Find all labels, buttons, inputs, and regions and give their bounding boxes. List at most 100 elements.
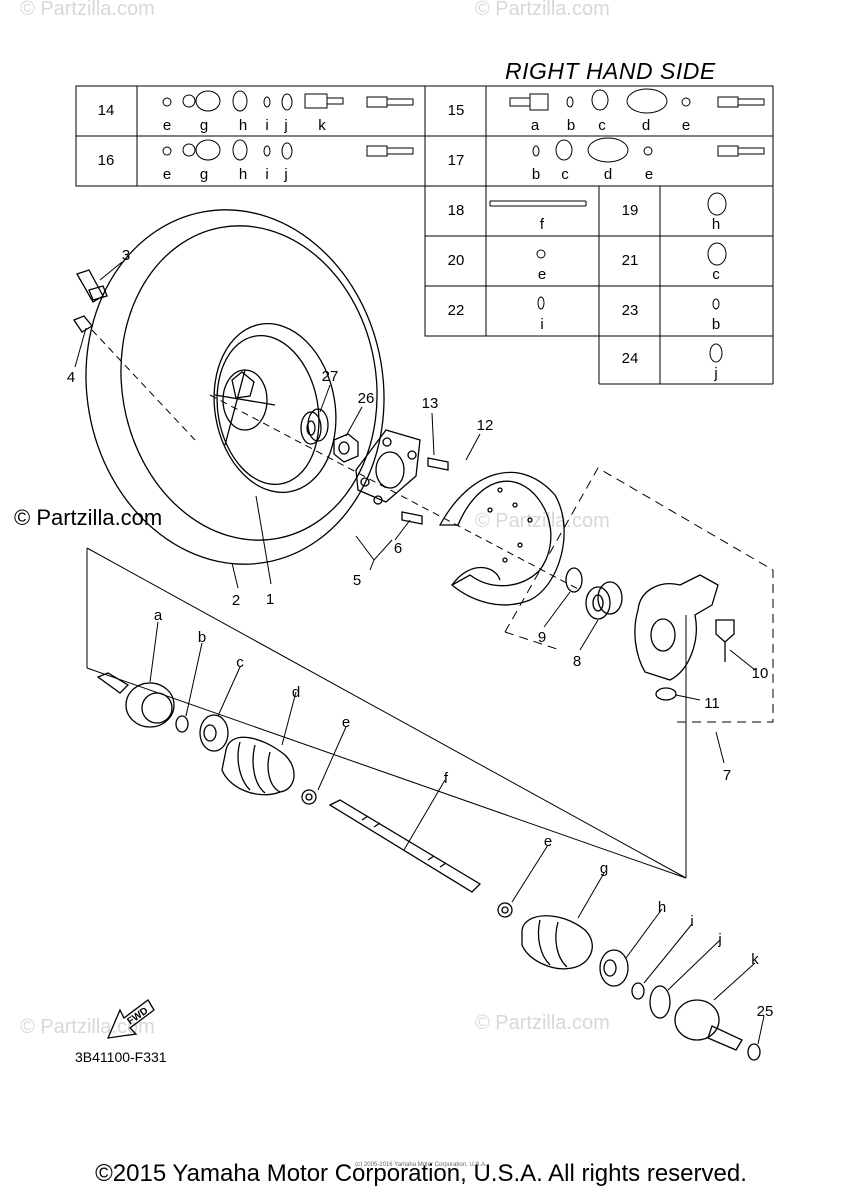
kit-22-letter: i [540,316,543,333]
drawing-code: 3B41100-F331 [75,1049,167,1065]
callout-8: 8 [573,653,581,670]
callout-a: a [154,607,163,624]
kit-table-text: 14 15 16 17 e g h i j k a b c d e e g h … [98,102,721,382]
valve-stem [76,269,108,303]
valve-cap [73,315,93,333]
kit-ref-19: 19 [622,202,639,219]
kit-14-letter: e [163,117,171,134]
kit-16-letter: j [283,166,287,183]
kit-15-letter: b [567,117,575,134]
kit-ref-23: 23 [622,302,639,319]
outer-cv-joint [96,672,175,728]
callout-e: e [342,714,350,731]
kit-19-letter: h [712,216,720,233]
callout-d: d [292,684,300,701]
inner-ring-i [631,982,645,1000]
kit-15-letter: e [682,117,690,134]
ball-joint [715,619,735,662]
kit-17-letter: e [645,166,653,183]
callout-c: c [236,654,244,671]
kit-16-letter: h [239,166,247,183]
watermark-middle: © Partzilla.com [475,510,610,532]
end-clip [747,1043,761,1061]
callout-6: 6 [394,540,402,557]
callout-11: 11 [704,695,720,712]
kit-16-letter: e [163,166,171,183]
drive-shaft [328,799,482,893]
watermark-bottom-left: © Partzilla.com [20,1016,155,1038]
kit-14-letter: j [283,117,287,134]
callout-25: 25 [757,1003,774,1020]
callout-g: g [600,860,608,877]
kit-17-letter: d [604,166,612,183]
kit-ref-24: 24 [622,350,639,367]
callout-9: 9 [538,629,546,646]
kit-15-letter: a [531,117,540,134]
callout-leaders [74,261,765,1045]
kit-part-icons [162,88,765,363]
snap-ring-j [649,985,671,1019]
wheel-hub [355,429,421,505]
kit-14-letter: k [318,117,326,134]
callout-i: i [690,913,693,930]
kit-table [75,85,774,385]
kit-ref-15: 15 [448,102,465,119]
kit-17-letter: b [532,166,540,183]
cv-boot-inner [521,915,593,970]
wheel-rim [213,322,337,494]
boot-band-c [199,714,229,752]
watermark-top-left: © Partzilla.com [20,0,155,20]
callout-1: 1 [266,591,274,608]
kit-17-letter: c [561,166,569,183]
axle-nut [333,433,359,463]
kit-24-letter: j [713,365,717,382]
hub-stud [401,457,449,525]
callout-f: f [444,770,449,787]
side-title: RIGHT HAND SIDE [505,58,716,84]
cv-boot-outer [221,736,295,796]
knuckle-bearing [585,581,623,620]
kit-ref-21: 21 [622,252,639,269]
kit-15-letter: c [598,117,606,134]
cv-ring [175,715,189,733]
boot-clamp-e2 [497,902,513,918]
callout-b: b [198,629,206,646]
kit-ref-22: 22 [448,302,465,319]
kit-14-letter: i [265,117,268,134]
kit-16-letter: i [265,166,268,183]
knuckle-clip [655,687,677,701]
tire [85,209,385,565]
kit-ref-18: 18 [448,202,465,219]
fineprint: (c) 2005-2016 Yamaha Motor Corporation, … [355,1162,487,1168]
callout-h: h [658,899,666,916]
callout-7: 7 [723,767,731,784]
boot-clamp-e1 [301,789,317,805]
partzilla-mark: © Partzilla.com [14,505,163,530]
callout-27: 27 [322,368,339,385]
kit-14-letter: h [239,117,247,134]
fwd-label: FWD [125,1005,150,1027]
callout-10: 10 [752,665,769,682]
callout-2: 2 [232,592,240,609]
kit-23-letter: b [712,316,720,333]
callout-12: 12 [477,417,494,434]
copyright-footer: ©2015 Yamaha Motor Corporation, U.S.A. A… [95,1160,747,1187]
callout-3: 3 [122,247,130,264]
kit-16-letter: g [200,166,208,183]
callout-5: 5 [353,572,361,589]
kit-15-letter: d [642,117,650,134]
brake-disc-guard [438,471,565,606]
callout-e: e [544,833,552,850]
wheel-bearing [300,408,329,445]
shaft-leader-lines [86,547,687,879]
kit-14-letter: g [200,117,208,134]
kit-ref-20: 20 [448,252,465,269]
circlip [565,567,583,593]
callout-13: 13 [422,395,439,412]
knuckle-group-box [504,467,774,723]
kit-ref-16: 16 [98,152,115,169]
dashed-leaders [91,329,581,591]
callout-labels: 1 2 3 4 5 6 7 8 9 10 11 12 13 25 26 27 a… [67,247,774,1020]
steering-knuckle [634,574,719,681]
